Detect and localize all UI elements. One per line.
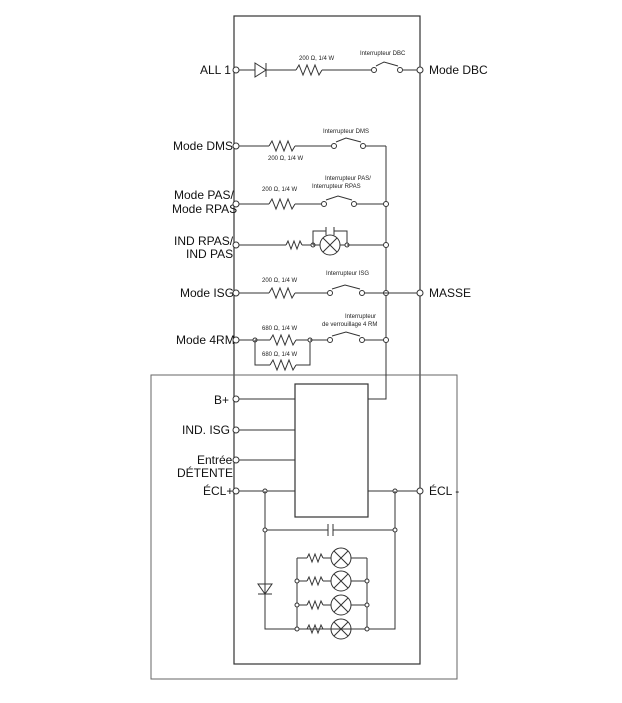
label-ind-rpas-1: IND RPAS/ xyxy=(174,234,234,248)
switch-contact xyxy=(321,201,327,207)
lamp-icon xyxy=(330,618,352,640)
label-all1: ALL 1 xyxy=(200,63,231,77)
switch-contact xyxy=(360,143,366,149)
switch-contact xyxy=(331,143,337,149)
terminal-mode-dms xyxy=(232,142,240,150)
switch-lever-icon xyxy=(375,61,399,67)
lamp-icon xyxy=(330,594,352,616)
terminal-masse xyxy=(416,289,424,297)
label-mode-pas-1: Mode PAS/ xyxy=(174,188,234,202)
terminal-mode-dbc xyxy=(416,66,424,74)
lamp-branch xyxy=(297,618,367,640)
terminal-entree-detente xyxy=(232,456,240,464)
switch-4rm-label-2: de verrouillage 4 RM xyxy=(322,322,377,328)
switch-dbc-label: Interrupteur DBC xyxy=(360,51,406,57)
switch-lever-icon xyxy=(325,195,353,201)
switch-lever-icon xyxy=(331,284,361,290)
resistor-4rm-a-label: 680 Ω, 1/4 W xyxy=(262,326,298,332)
label-ind-rpas-2: IND PAS xyxy=(186,247,233,261)
ground-bus-junction xyxy=(383,337,389,343)
label-entree-1: Entrée xyxy=(197,453,233,467)
resistor-4rm-b-label: 680 Ω, 1/4 W xyxy=(262,352,298,358)
terminal-ecl-plus xyxy=(232,487,240,495)
switch-contact xyxy=(351,201,357,207)
switch-4rm-label-1: Interrupteur xyxy=(345,314,376,320)
ground-bus-junction xyxy=(383,242,389,248)
terminal-ecl-minus xyxy=(416,487,424,495)
label-ecl-minus: ÉCL - xyxy=(429,483,459,498)
label-mode-dms: Mode DMS xyxy=(173,139,233,153)
resistor-isg-label: 200 Ω, 1/4 W xyxy=(262,278,298,284)
label-b-plus: B+ xyxy=(214,393,229,407)
label-mode-4rm: Mode 4RM xyxy=(176,333,235,347)
capacitor-icon xyxy=(325,227,335,235)
label-mode-dbc: Mode DBC xyxy=(429,63,488,77)
label-ecl-plus: ÉCL+ xyxy=(203,483,233,498)
switch-contact xyxy=(327,337,333,343)
resistor-icon xyxy=(295,63,323,77)
capacitor-icon xyxy=(327,524,334,536)
switch-contact xyxy=(371,67,377,73)
terminal-b-plus xyxy=(232,395,240,403)
terminal-mode-pas xyxy=(232,200,240,208)
ground-bus xyxy=(368,146,387,400)
lamp-icon xyxy=(330,547,352,569)
resistor-icon xyxy=(268,139,296,153)
illumination-module-frame xyxy=(150,374,458,680)
resistor-pas-label: 200 Ω, 1/4 W xyxy=(262,187,298,193)
label-mode-pas-2: Mode RPAS xyxy=(172,202,237,216)
resistor-icon xyxy=(268,197,296,211)
resistor-dbc-label: 200 Ω, 1/4 W xyxy=(299,56,335,62)
label-masse: MASSE xyxy=(429,286,471,300)
lamp-branch xyxy=(297,594,367,616)
lamp-branch xyxy=(297,570,367,592)
terminal-all1 xyxy=(232,66,240,74)
label-mode-isg: Mode ISG xyxy=(180,286,234,300)
resistor-icon xyxy=(268,286,296,300)
lamp-icon xyxy=(330,570,352,592)
switch-isg-label: Interrupteur ISG xyxy=(326,271,369,277)
resistor-icon xyxy=(269,333,297,347)
switch-contact xyxy=(397,67,403,73)
lamp-branch xyxy=(297,547,367,569)
switch-contact xyxy=(359,337,365,343)
terminal-ind-isg xyxy=(232,426,240,434)
terminal-mode-4rm xyxy=(232,336,240,344)
resistor-icon xyxy=(285,239,303,251)
switch-lever-icon xyxy=(335,137,362,143)
switch-pas-label-1: Interrupteur PAS/ xyxy=(325,176,371,182)
ground-bus-junction xyxy=(383,201,389,207)
switch-contact xyxy=(359,290,365,296)
label-entree-2: DÉTENTE xyxy=(177,465,233,480)
resistor-icon xyxy=(269,358,297,372)
terminal-ind-rpas xyxy=(232,241,240,249)
diode-icon xyxy=(257,583,273,595)
switch-contact xyxy=(327,290,333,296)
terminal-mode-isg xyxy=(232,289,240,297)
switch-lever-icon xyxy=(331,331,361,337)
switch-dms-label: Interrupteur DMS xyxy=(323,129,369,135)
switch-pas-label-2: Interrupteur RPAS xyxy=(312,184,361,190)
diode-icon xyxy=(254,62,267,78)
label-ind-isg: IND. ISG xyxy=(182,423,230,437)
controller-ic-block xyxy=(294,383,369,518)
resistor-dms-label: 200 Ω, 1/4 W xyxy=(268,156,304,162)
